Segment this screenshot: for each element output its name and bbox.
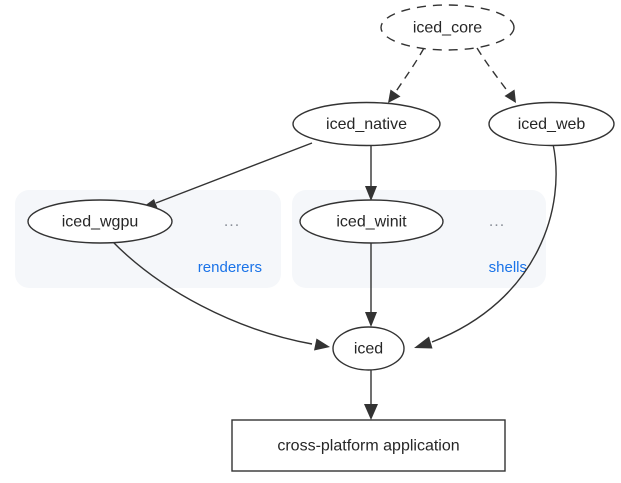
node-cross-platform-application[interactable]: cross-platform application bbox=[231, 419, 506, 472]
node-iced-native-label: iced_native bbox=[326, 116, 407, 133]
edge-iced-wgpu-to-iced bbox=[111, 240, 330, 351]
node-iced-native[interactable]: iced_native bbox=[292, 101, 441, 147]
node-iced-native-ellipse[interactable] bbox=[292, 101, 441, 147]
node-iced-core-label: iced_core bbox=[413, 20, 482, 37]
arrowhead-iced-web bbox=[504, 89, 516, 103]
node-iced-winit[interactable]: iced_winit bbox=[299, 199, 444, 244]
arrowhead-iced-from-web bbox=[414, 336, 433, 349]
node-iced-web-label: iced_web bbox=[518, 116, 586, 133]
cluster-renderers-label: renderers bbox=[198, 259, 262, 276]
arrowhead-iced-native bbox=[388, 89, 401, 103]
edge-iced-web-to-iced bbox=[414, 143, 557, 349]
node-iced-core-ellipse[interactable] bbox=[380, 4, 515, 51]
node-iced-wgpu-label: iced_wgpu bbox=[62, 214, 139, 231]
cluster-renderers-ellipsis: ... bbox=[224, 213, 240, 230]
node-iced-web[interactable]: iced_web bbox=[488, 101, 615, 147]
node-iced-label: iced bbox=[354, 341, 383, 358]
node-iced-core[interactable]: iced_core bbox=[380, 4, 515, 51]
arrowhead-iced-winit bbox=[365, 186, 377, 201]
cluster-shells-ellipsis: ... bbox=[489, 213, 505, 230]
node-application-label: cross-platform application bbox=[277, 438, 459, 455]
edge-iced-native-to-iced-winit bbox=[365, 146, 377, 201]
edge-iced-winit-to-iced bbox=[365, 243, 377, 327]
node-iced-winit-label: iced_winit bbox=[336, 214, 407, 231]
arrowhead-iced-from-wgpu bbox=[314, 338, 330, 351]
edge-iced-core-to-iced-native bbox=[388, 47, 425, 103]
node-iced-web-ellipse[interactable] bbox=[488, 101, 615, 147]
arrowhead-application bbox=[364, 404, 378, 420]
node-iced[interactable]: iced bbox=[332, 326, 405, 371]
edge-iced-to-application bbox=[364, 370, 378, 420]
node-iced-winit-ellipse[interactable] bbox=[299, 199, 444, 244]
node-iced-wgpu[interactable]: iced_wgpu bbox=[27, 199, 173, 244]
edge-iced-core-to-iced-web bbox=[476, 47, 516, 103]
node-iced-wgpu-ellipse[interactable] bbox=[27, 199, 173, 244]
node-iced-ellipse[interactable] bbox=[332, 326, 405, 371]
node-application-rect[interactable] bbox=[231, 419, 506, 472]
arrowhead-iced-from-winit bbox=[365, 312, 377, 327]
cluster-shells-label: shells bbox=[489, 259, 527, 276]
